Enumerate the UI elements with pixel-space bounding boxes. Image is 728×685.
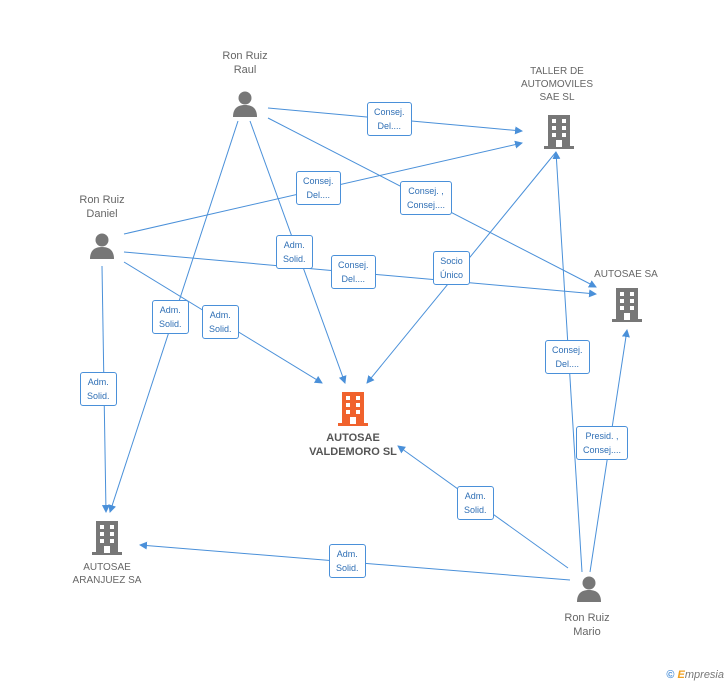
edge-label-mario-autosae-sa: Presid. , Consej.... [576,426,629,460]
edge-label-mario-aranjuez: Adm. Solid. [329,544,366,578]
edge-label-daniel-taller: Consej. Del.... [296,171,341,205]
building-icon-autosae-valdemoro[interactable] [337,391,369,427]
building-icon-autosae-aranjuez[interactable] [91,520,123,556]
building-icon-autosae-sa[interactable] [611,287,643,323]
node-label-taller[interactable]: TALLER DE AUTOMOVILES SAE SL [520,66,594,103]
edge-label-mario-taller: Consej. Del.... [545,340,590,374]
edge-label-raul-valdemoro: Adm. Solid. [276,235,313,269]
edge-label-raul-aranjuez: Adm. Solid. [152,300,189,334]
node-label-mario[interactable]: Ron Ruiz Mario [564,612,610,638]
edge-label-daniel-valdemoro: Adm. Solid. [202,305,239,339]
person-icon-mario[interactable] [574,574,604,604]
brand-name: mpresia [684,669,724,681]
node-label-raul[interactable]: Ron Ruiz Raul [222,50,268,76]
edge-label-raul-taller: Consej. Del.... [367,102,412,136]
node-label-autosae-valdemoro[interactable]: AUTOSAE VALDEMORO SL [309,432,397,458]
footer-brand[interactable]: © Empresia [666,669,724,681]
copyright-icon: © [666,669,675,681]
edge-label-mario-valdemoro: Adm. Solid. [457,486,494,520]
node-label-autosae-sa[interactable]: AUTOSAE SA [594,269,658,280]
edge-label-daniel-autosae-sa: Consej. Del.... [331,255,376,289]
edge-label-taller-valdemoro: Socio Único [433,251,471,285]
person-icon-raul[interactable] [230,89,260,119]
node-label-daniel[interactable]: Ron Ruiz Daniel [79,194,125,220]
brand-initial: E [677,669,685,681]
person-icon-daniel[interactable] [87,231,117,261]
building-icon-taller[interactable] [543,114,575,150]
edge-label-raul-autosae-sa: Consej. , Consej.... [400,181,453,215]
edge-label-daniel-aranjuez: Adm. Solid. [80,372,117,406]
node-label-autosae-aranjuez[interactable]: AUTOSAE ARANJUEZ SA [72,562,142,586]
